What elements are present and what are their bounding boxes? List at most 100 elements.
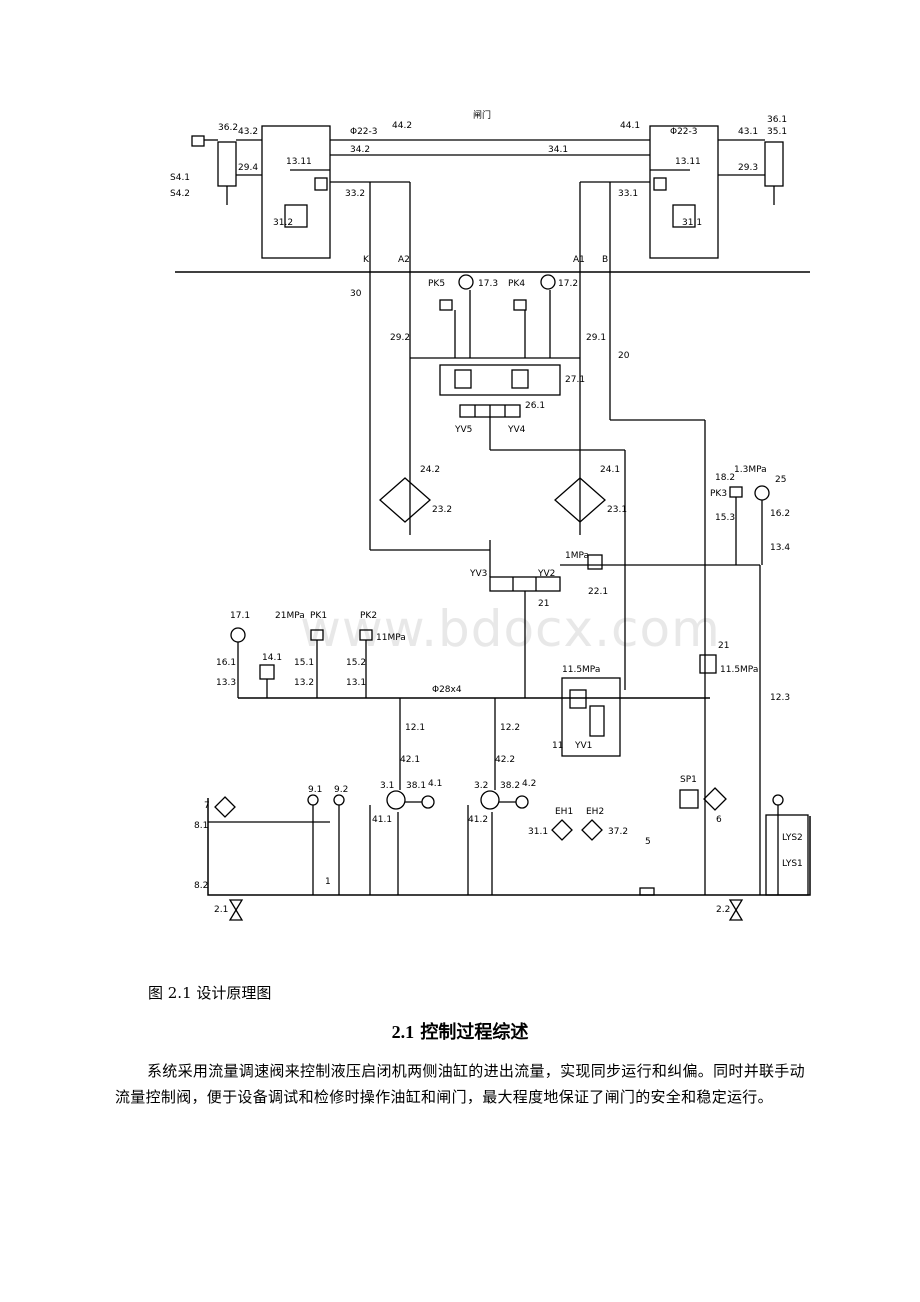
label-37-2: 37.2 (608, 827, 628, 837)
valve-block-left (261, 125, 331, 259)
section-number: 2.1 (391, 1022, 415, 1042)
label-2-1: 2.1 (214, 905, 228, 915)
label-38-2: 38.2 (500, 781, 520, 791)
label-1: 1 (325, 877, 331, 887)
label-pk3: PK3 (710, 489, 727, 499)
label-14-1: 14.1 (262, 653, 282, 663)
label-top-center: 闸门 (473, 109, 491, 121)
label-41-2: 41.2 (468, 815, 488, 825)
label-yv5: YV5 (454, 425, 472, 435)
label-36-2: 36.2 (218, 123, 238, 133)
label-pk5: PK5 (428, 279, 445, 289)
label-pipe-left: Φ22-3 (350, 127, 378, 137)
label-11-5mpa: 11.5MPa (562, 665, 600, 675)
label-20: 20 (618, 351, 630, 361)
label-38-1: 38.1 (406, 781, 426, 791)
label-13-11-left: 13.11 (286, 157, 312, 167)
section-title: 控制过程综述 (420, 1022, 529, 1043)
check-valve-bridge-right (554, 477, 606, 523)
label-12-1: 12.1 (405, 723, 425, 733)
label-43-1: 43.1 (738, 127, 758, 137)
label-30: 30 (350, 289, 362, 299)
label-29-1: 29.1 (586, 333, 606, 343)
label-12-3: 12.3 (770, 693, 790, 703)
label-24-1: 24.1 (600, 465, 620, 475)
label-26-1: 26.1 (525, 401, 545, 411)
body-paragraph: 系统采用流量调速阀来控制液压启闭机两侧油缸的进出流量，实现同步运行和纠偏。同时并… (115, 1062, 805, 1106)
label-16-1: 16.1 (216, 658, 236, 668)
label-31-1: 31.1 (682, 218, 702, 228)
label-34-2: 34.2 (350, 145, 370, 155)
label-3-2: 3.2 (474, 781, 488, 791)
label-22-1: 22.1 (588, 587, 608, 597)
label-29-3: 29.3 (738, 163, 758, 173)
label-44-2: 44.2 (392, 121, 412, 131)
label-pipe-right: Φ22-3 (670, 127, 698, 137)
label-k: K (363, 255, 370, 265)
label-17-1: 17.1 (230, 611, 250, 621)
label-eh2: EH2 (586, 807, 604, 817)
label-s4-1: S4.1 (170, 173, 190, 183)
label-yv1: YV1 (574, 741, 592, 751)
label-27-1: 27.1 (565, 375, 585, 385)
label-11mpa: 11MPa (376, 633, 406, 643)
label-8-1: 8.1 (194, 821, 208, 831)
watermark: www.bdocx.com (300, 600, 721, 658)
label-yv4: YV4 (507, 425, 526, 435)
label-18-2: 18.2 (715, 473, 735, 483)
pump-3-2 (480, 790, 500, 810)
label-33-2: 33.2 (345, 189, 365, 199)
label-21-b: 21 (718, 641, 729, 651)
label-31-1-b: 31.1 (528, 827, 548, 837)
label-9-1: 9.1 (308, 785, 322, 795)
check-valve-bridge-left (379, 477, 431, 523)
label-15-2: 15.2 (346, 658, 366, 668)
label-13-4: 13.4 (770, 543, 790, 553)
label-7: 7 (204, 801, 210, 811)
label-24-2: 24.2 (420, 465, 440, 475)
label-11-5mpa-b: 11.5MPa (720, 665, 758, 675)
label-12-2: 12.2 (500, 723, 520, 733)
label-21-a: 21 (538, 599, 549, 609)
label-a2: A2 (398, 255, 410, 265)
label-13-11-right: 13.11 (675, 157, 701, 167)
label-13-3: 13.3 (216, 678, 236, 688)
label-11: 11 (552, 741, 563, 751)
label-31-2: 31.2 (273, 218, 293, 228)
cylinder-right (764, 141, 784, 187)
label-sp1: SP1 (680, 775, 697, 785)
label-pk1: PK1 (310, 611, 327, 621)
label-b: B (602, 255, 608, 265)
label-eh1: EH1 (555, 807, 573, 817)
cylinder-left (217, 141, 237, 187)
label-15-3: 15.3 (715, 513, 735, 523)
label-1mpa: 1MPa (565, 551, 589, 561)
label-13-1: 13.1 (346, 678, 366, 688)
solenoid-relief-box (561, 677, 621, 757)
label-lys1: LYS1 (782, 859, 803, 869)
label-35-1: 35.1 (767, 127, 787, 137)
label-23-2: 23.2 (432, 505, 452, 515)
label-yv2: YV2 (537, 569, 555, 579)
section-heading: 2.1 控制过程综述 (0, 1018, 920, 1044)
label-3-1: 3.1 (380, 781, 394, 791)
label-16-2: 16.2 (770, 509, 790, 519)
label-4-2: 4.2 (522, 779, 536, 789)
label-5: 5 (645, 837, 651, 847)
label-pk4: PK4 (508, 279, 525, 289)
label-1-3mpa: 1.3MPa (734, 465, 767, 475)
label-6: 6 (716, 815, 722, 825)
label-8-2: 8.2 (194, 881, 208, 891)
label-lys2: LYS2 (782, 833, 803, 843)
label-17-3: 17.3 (478, 279, 498, 289)
label-43-2: 43.2 (238, 127, 258, 137)
label-pipe-main: Φ28x4 (432, 685, 462, 695)
label-42-1: 42.1 (400, 755, 420, 765)
label-34-1: 34.1 (548, 145, 568, 155)
label-29-4: 29.4 (238, 163, 258, 173)
label-13-2: 13.2 (294, 678, 314, 688)
figure-caption: 图 2.1 设计原理图 (148, 984, 272, 1002)
label-s4-2: S4.2 (170, 189, 190, 199)
label-36-1: 36.1 (767, 115, 787, 125)
label-25: 25 (775, 475, 786, 485)
